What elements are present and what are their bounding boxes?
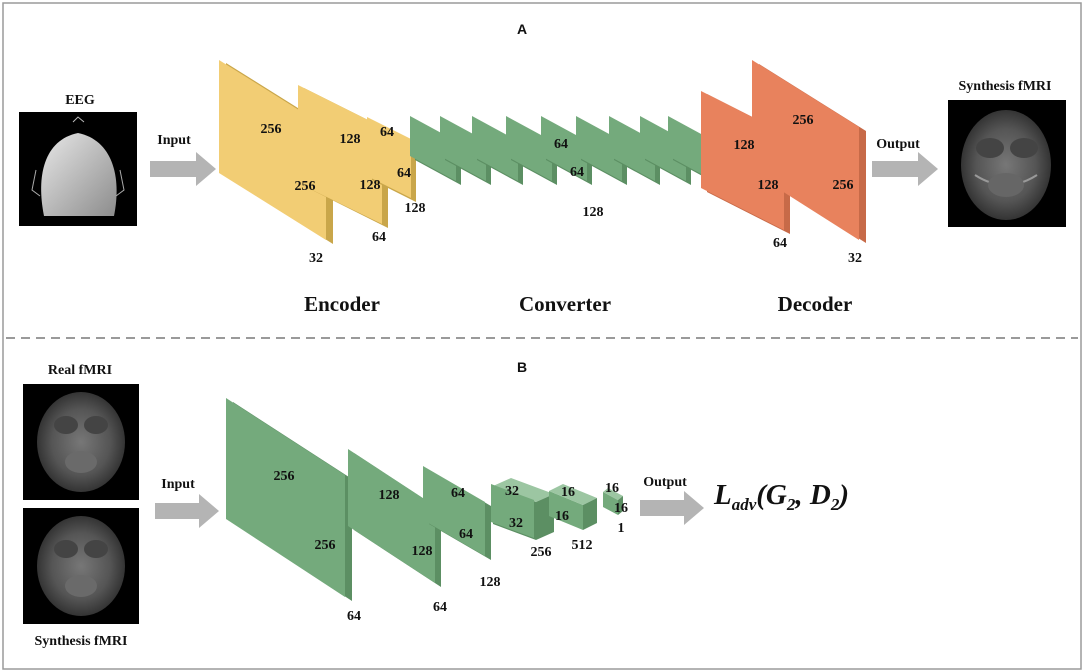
synthesis-fmri-label-b: Synthesis fMRI xyxy=(35,634,128,649)
discriminator-dim: 64 xyxy=(347,609,361,624)
discriminator-layer-2 xyxy=(348,449,441,587)
discriminator-layer-3 xyxy=(423,466,491,560)
encoder-dim: 128 xyxy=(340,132,361,147)
decoder-label: Decoder xyxy=(778,292,853,316)
decoder-dim: 32 xyxy=(848,251,862,266)
discriminator-dim: 16 xyxy=(561,485,575,500)
encoder-dim: 32 xyxy=(309,251,323,266)
encoder-dim: 256 xyxy=(261,122,282,137)
synthesis-fmri-image-b xyxy=(23,508,139,624)
input-arrow-a xyxy=(150,152,216,186)
discriminator-layer-6 xyxy=(603,488,623,515)
eeg-image xyxy=(19,112,137,226)
eeg-label: EEG xyxy=(65,93,95,108)
loss-subscript: adv xyxy=(732,495,757,514)
discriminator-layer-4 xyxy=(491,478,554,540)
discriminator-dim: 256 xyxy=(274,469,295,484)
synthesis-label-a: Synthesis fMRI xyxy=(959,79,1052,94)
synthesis-fmri-image-a xyxy=(948,100,1066,227)
encoder-block: 256 256 32 128 128 64 64 64 128 xyxy=(219,60,426,266)
panel-a: A EEG Input 256 xyxy=(19,21,1066,316)
decoder-dim: 64 xyxy=(773,236,787,251)
decoder-dim: 256 xyxy=(833,178,854,193)
discriminator-dim: 64 xyxy=(451,486,465,501)
loss-args-close: ) xyxy=(836,479,849,511)
output-label-b: Output xyxy=(643,475,687,490)
encoder-label: Encoder xyxy=(304,292,380,316)
discriminator-layer-1 xyxy=(226,398,352,601)
converter-layer xyxy=(609,116,660,185)
encoder-dim: 128 xyxy=(360,178,381,193)
converter-layer xyxy=(541,116,592,185)
discriminator-dim: 16 xyxy=(605,481,619,496)
encoder-dim: 64 xyxy=(372,230,386,245)
decoder-layer-2 xyxy=(752,60,866,243)
discriminator-dim: 128 xyxy=(480,575,501,590)
decoder-dim: 128 xyxy=(758,178,779,193)
encoder-dim: 64 xyxy=(380,125,394,140)
converter-label: Converter xyxy=(519,292,611,316)
encoder-layer-1 xyxy=(219,60,333,244)
discriminator-dim: 16 xyxy=(614,501,628,516)
encoder-dim: 64 xyxy=(397,166,411,181)
generator-subscript: 2 xyxy=(786,495,796,514)
discriminator-subscript: 2 xyxy=(830,495,840,514)
encoder-dim: 256 xyxy=(295,179,316,194)
converter-layer xyxy=(410,116,461,185)
discriminator-dim: 16 xyxy=(555,509,569,524)
converter-dim: 128 xyxy=(583,205,604,220)
converter-layer xyxy=(440,116,491,185)
output-arrow-a xyxy=(872,152,938,186)
adversarial-loss-formula: Ladv(G2, D2) xyxy=(713,479,849,514)
converter-layer xyxy=(472,116,523,185)
encoder-layer-3 xyxy=(367,117,416,202)
discriminator-dim: 256 xyxy=(531,545,552,560)
real-fmri-label: Real fMRI xyxy=(48,363,112,378)
converter-layer xyxy=(576,116,627,185)
decoder-dim: 256 xyxy=(793,113,814,128)
discriminator-dim: 32 xyxy=(509,516,523,531)
discriminator-layer-5 xyxy=(549,484,597,530)
input-label-b: Input xyxy=(161,477,195,492)
discriminator-dim: 256 xyxy=(315,538,336,553)
discriminator-dim: 512 xyxy=(572,538,593,553)
converter-block: 64 64 128 xyxy=(410,116,719,220)
discriminator-dim: 32 xyxy=(505,484,519,499)
encoder-dim: 128 xyxy=(405,201,426,216)
loss-args-mid: , D xyxy=(794,479,831,511)
input-arrow-b xyxy=(155,494,219,528)
input-label-a: Input xyxy=(157,133,191,148)
decoder-block: 128 128 64 256 256 32 xyxy=(701,60,866,266)
discriminator-dim: 64 xyxy=(459,527,473,542)
output-arrow-b xyxy=(640,491,704,525)
panel-a-letter: A xyxy=(517,21,527,37)
real-fmri-image xyxy=(23,384,139,500)
discriminator-dim: 1 xyxy=(618,521,625,536)
loss-args-open: (G xyxy=(756,479,787,511)
panel-b-letter: B xyxy=(517,359,527,375)
output-label-a: Output xyxy=(876,137,920,152)
discriminator-dim: 128 xyxy=(412,544,433,559)
loss-symbol: L xyxy=(713,479,732,511)
converter-dim: 64 xyxy=(554,137,568,152)
discriminator-dim: 64 xyxy=(433,600,447,615)
converter-layer xyxy=(506,116,557,185)
panel-b: B Real fMRI Synthesis fMRI Input xyxy=(23,359,849,649)
decoder-dim: 128 xyxy=(734,138,755,153)
discriminator-dim: 128 xyxy=(379,488,400,503)
converter-dim: 64 xyxy=(570,165,584,180)
